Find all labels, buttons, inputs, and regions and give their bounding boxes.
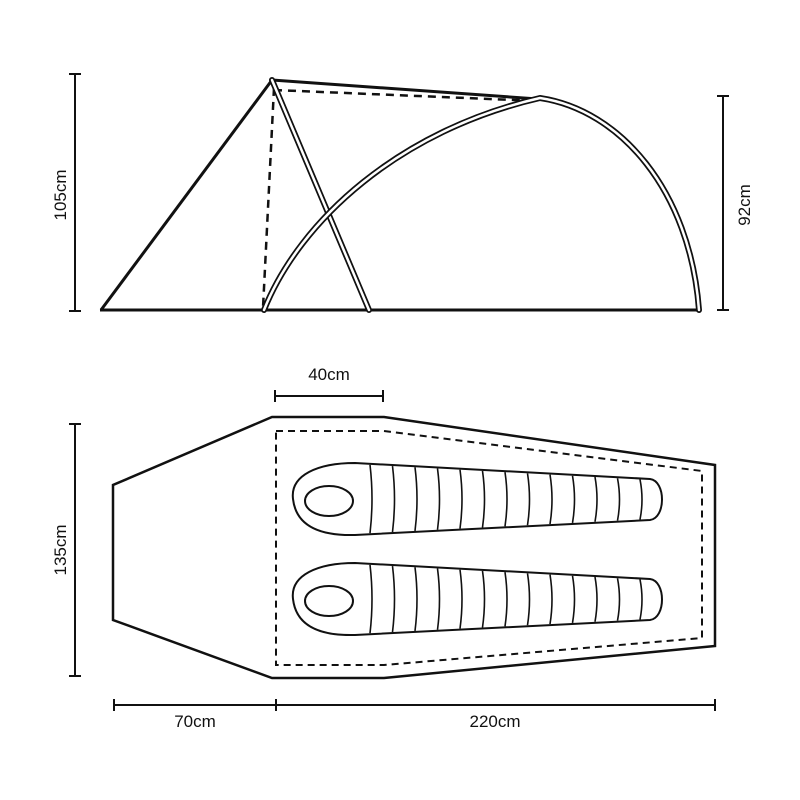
baffle-line	[571, 575, 576, 624]
baffle-line	[414, 567, 418, 632]
baffle-line	[414, 467, 418, 532]
front-height-dimension: 105cm	[51, 73, 81, 312]
baffle-line	[639, 479, 643, 520]
length-dimension: 70cm 220cm	[113, 699, 716, 731]
rear-height-label: 92cm	[735, 184, 754, 226]
side-view: 105cm 92cm	[51, 73, 754, 313]
baffle-line	[616, 478, 621, 521]
hood-opening	[304, 485, 354, 517]
baffle-line	[481, 470, 486, 528]
head-width-dimension: 40cm	[274, 365, 384, 402]
baffle-line	[459, 569, 463, 629]
baffle-line	[616, 578, 621, 621]
inner-door-dashed-line	[261, 87, 276, 309]
baffle-line	[594, 576, 598, 622]
front-slope-line	[99, 79, 274, 311]
baffle-line	[504, 572, 508, 627]
baffle-line	[639, 579, 643, 620]
hoop-pole	[261, 94, 702, 313]
baffle-line	[436, 468, 441, 530]
baffle-line	[436, 568, 441, 630]
baffle-line	[369, 464, 373, 534]
fly-outline	[111, 415, 717, 680]
baffle-line	[481, 570, 486, 628]
floor-plan: 40cm 135cm 70cm 220cm	[51, 365, 717, 731]
sleeping-bag	[291, 561, 663, 637]
baffle-line	[369, 564, 373, 634]
inner-length-label: 220cm	[469, 712, 520, 731]
baffle-line	[391, 565, 396, 633]
floor-width-dimension: 135cm	[51, 423, 81, 677]
baffle-line	[504, 472, 508, 527]
baffle-lines	[369, 564, 643, 634]
baffle-line	[549, 574, 553, 625]
front-pole	[269, 77, 372, 313]
baffle-lines	[369, 464, 643, 534]
inner-tent-outline	[275, 430, 703, 666]
baffle-line	[391, 465, 396, 533]
hood-opening	[304, 585, 354, 617]
baffle-line	[571, 475, 576, 524]
vestibule-depth-label: 70cm	[174, 712, 216, 731]
front-height-label: 105cm	[51, 169, 70, 220]
rear-height-dimension: 92cm	[717, 95, 754, 311]
baffle-line	[459, 469, 463, 529]
ridge-dashed-line	[273, 88, 539, 103]
baffle-line	[549, 474, 553, 525]
floor-width-label: 135cm	[51, 524, 70, 575]
ridge-line	[271, 78, 539, 101]
baffle-line	[526, 473, 531, 526]
baffle-line	[594, 476, 598, 522]
baffle-line	[526, 573, 531, 626]
sleeping-bag	[291, 461, 663, 537]
head-width-label: 40cm	[308, 365, 350, 384]
